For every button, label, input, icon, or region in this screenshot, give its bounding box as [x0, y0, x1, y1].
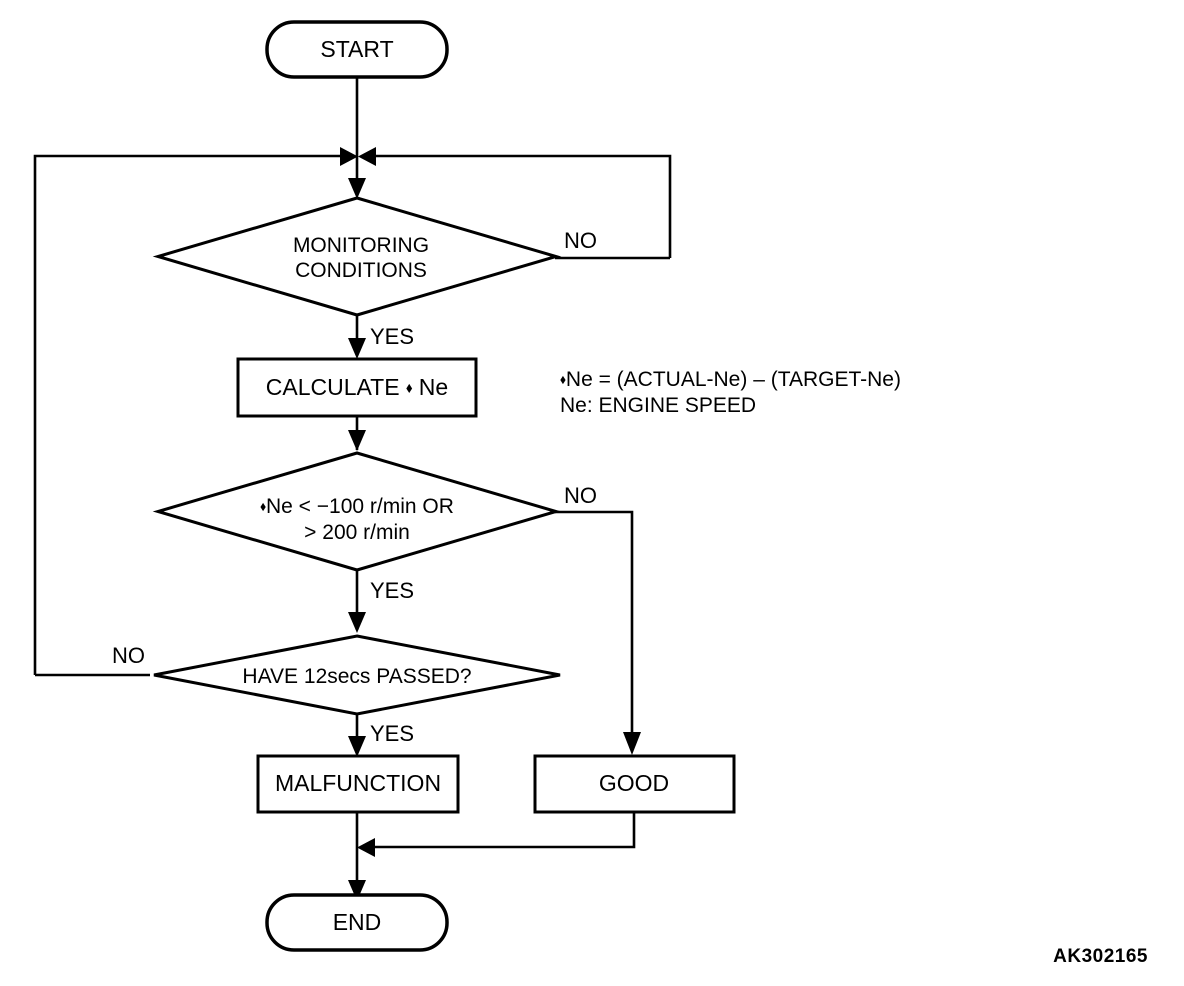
start-shape — [265, 20, 449, 79]
node-start: START — [265, 20, 449, 79]
end-label: END — [333, 909, 382, 935]
branch-label-monitoring-yes: YES — [370, 324, 414, 349]
node-good: GOOD — [533, 754, 736, 814]
connector-monitoring-no-loopback — [376, 154, 672, 258]
arrowhead-to-end — [348, 880, 366, 901]
arrowhead-loopback-right — [358, 147, 376, 166]
node-monitoring-conditions: MONITORING CONDITIONS — [152, 196, 562, 317]
start-label: START — [320, 36, 393, 62]
calculate-shape — [236, 357, 478, 418]
branch-label-necheck-yes: YES — [370, 578, 414, 603]
connector-necheck-no — [555, 510, 634, 748]
connector-timer-no-loopback — [33, 154, 340, 675]
note-formula: ⬪Ne = (ACTUAL-Ne) – (TARGET-Ne) — [560, 368, 901, 391]
necheck-label-line1: ⬪Ne < −100 r/min OR — [260, 495, 454, 518]
good-shape — [533, 754, 736, 814]
arrowhead-loopback-left — [340, 147, 358, 166]
monitoring-label-line1: MONITORING — [293, 234, 429, 257]
node-malfunction: MALFUNCTION — [256, 754, 460, 814]
arrowhead-to-timer — [348, 612, 366, 633]
monitoring-label-line2: CONDITIONS — [295, 259, 427, 282]
timer-diamond-shape — [153, 634, 561, 716]
branch-label-necheck-no: NO — [564, 483, 597, 508]
necheck-diamond-shape — [152, 451, 562, 572]
end-shape — [265, 893, 449, 952]
node-timer-check: HAVE 12secs PASSED? — [153, 634, 561, 716]
node-end: END — [265, 893, 449, 952]
node-calculate: CALCULATE ⬪ Ne — [236, 357, 478, 418]
arrowhead-merge-left — [357, 838, 375, 857]
branch-label-timer-yes: YES — [370, 721, 414, 746]
arrowhead-to-monitoring — [348, 178, 366, 199]
timer-label: HAVE 12secs PASSED? — [242, 665, 471, 688]
connector-good-merge — [375, 812, 636, 849]
arrowhead-to-necheck — [348, 430, 366, 451]
arrowhead-to-good — [623, 732, 641, 755]
node-ne-threshold-check: ⬪Ne < −100 r/min OR > 200 r/min — [152, 451, 562, 572]
figure-code-label: AK302165 — [1053, 946, 1148, 967]
necheck-label-line2: > 200 r/min — [304, 521, 410, 544]
arrowhead-to-calculate — [348, 338, 366, 359]
monitoring-diamond-shape — [152, 196, 562, 317]
arrowhead-to-malfunction — [348, 736, 366, 757]
calculate-label: CALCULATE ⬪ Ne — [266, 374, 448, 400]
branch-label-timer-no: NO — [112, 643, 145, 668]
note-definition: Ne: ENGINE SPEED — [560, 394, 756, 417]
good-label: GOOD — [599, 770, 669, 796]
malfunction-shape — [256, 754, 460, 814]
branch-label-monitoring-no: NO — [564, 228, 597, 253]
malfunction-label: MALFUNCTION — [275, 770, 441, 796]
